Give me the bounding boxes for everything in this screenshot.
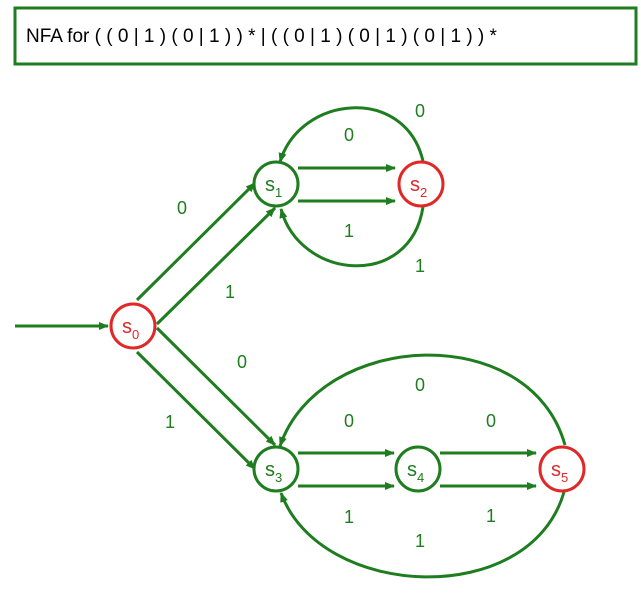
edge-s1-s2-0: 0: [298, 125, 396, 172]
edge-label: 1: [165, 412, 175, 432]
edge-s4-s5-1: 1: [440, 482, 537, 526]
edge-label: 0: [177, 198, 187, 218]
edge-s0-s1-0: 0: [135, 181, 257, 302]
state-subscript: 4: [417, 470, 424, 485]
edge-s2-s1-0: 0: [278, 101, 425, 163]
edge-label: 1: [415, 256, 425, 276]
state-label: s: [410, 174, 420, 196]
edge-s4-s5-0: 0: [440, 411, 537, 457]
edge-s5-s3-1: 1: [279, 491, 566, 579]
edge-s2-s1-1: 1: [279, 206, 425, 276]
edge-label: 0: [415, 375, 425, 395]
svg-text:s4: s4: [407, 459, 424, 485]
edge-label: 0: [486, 411, 496, 431]
state-s5: s5: [538, 445, 586, 493]
edge-s0-s3-1: 1: [135, 350, 257, 471]
state-label: s: [265, 459, 275, 481]
edge-s3-s4-1: 1: [298, 482, 395, 527]
state-subscript: 5: [561, 470, 568, 485]
svg-text:s2: s2: [410, 174, 427, 200]
state-s0: s0: [109, 302, 157, 350]
state-subscript: 1: [275, 185, 282, 200]
state-s3: s3: [252, 445, 300, 493]
edge-s0-s3-0: 0: [155, 326, 277, 447]
edge-label: 0: [344, 125, 354, 145]
state-subscript: 0: [132, 327, 139, 342]
state-label: s: [551, 459, 561, 481]
edge-label: 0: [344, 411, 354, 431]
state-subscript: 3: [275, 470, 282, 485]
edge-s0-s1-1: 1: [155, 206, 277, 326]
svg-text:s0: s0: [122, 316, 139, 342]
diagram-title: NFA for ( ( 0 | 1 ) ( 0 | 1 ) ) * | ( ( …: [26, 26, 498, 47]
svg-text:s5: s5: [551, 459, 568, 485]
edge-s3-s4-0: 0: [298, 411, 395, 457]
edge-label: 1: [486, 506, 496, 526]
title-box: NFA for ( ( 0 | 1 ) ( 0 | 1 ) ) * | ( ( …: [13, 6, 638, 66]
svg-text:s3: s3: [265, 459, 282, 485]
edge-label: 0: [237, 352, 247, 372]
edge-s1-s2-1: 1: [298, 197, 396, 241]
state-s4: s4: [394, 445, 442, 493]
state-label: s: [122, 316, 132, 338]
state-label: s: [407, 459, 417, 481]
svg-text:s1: s1: [265, 174, 282, 200]
edge-label: 1: [415, 531, 425, 551]
state-s1: s1: [252, 160, 300, 208]
edge-label: 1: [225, 282, 235, 302]
title-border: [13, 6, 638, 66]
state-subscript: 2: [420, 185, 427, 200]
state-s2: s2: [397, 160, 445, 208]
edge-s5-s3-0: 0: [278, 353, 567, 447]
state-label: s: [265, 174, 275, 196]
edge-label: 1: [344, 221, 354, 241]
edge-label: 0: [415, 101, 425, 121]
edge-label: 1: [344, 507, 354, 527]
